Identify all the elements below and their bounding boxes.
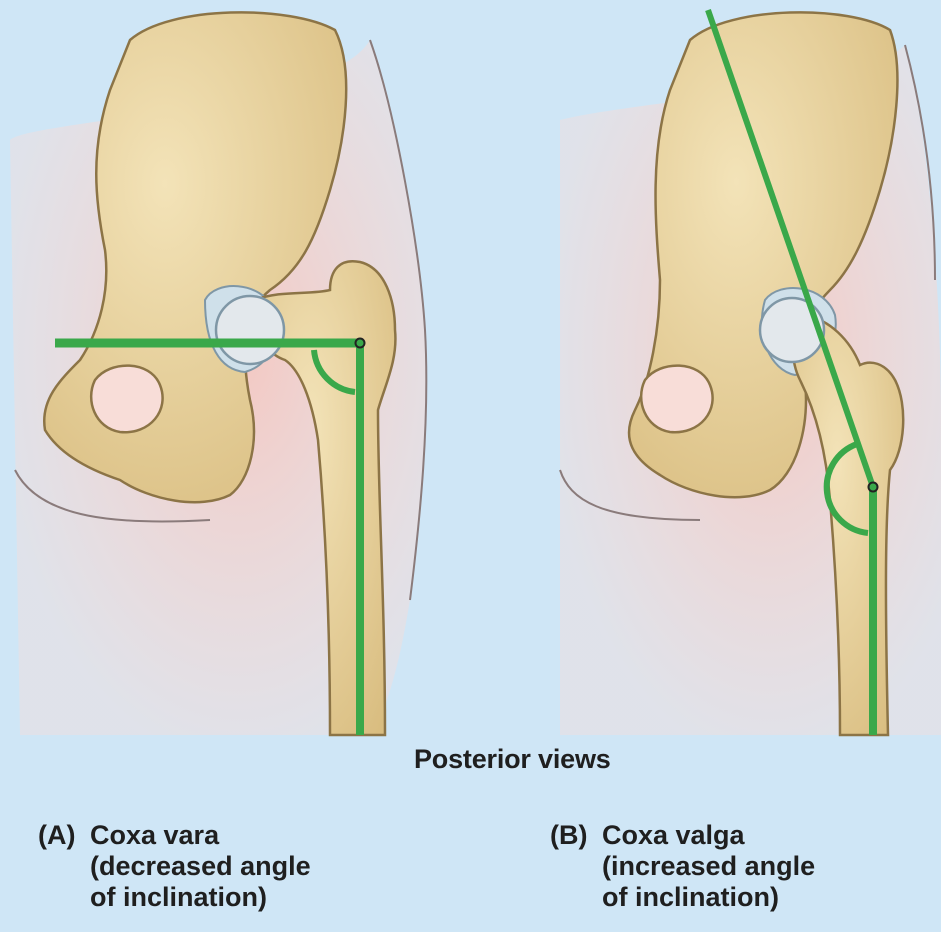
panel-b-title: Coxa valga: [602, 820, 745, 850]
panel-a-title: Coxa vara: [90, 820, 219, 850]
views-label: Posterior views: [414, 744, 611, 775]
panel-a-line2: (decreased angle: [38, 851, 311, 882]
panel-b-line2: (increased angle: [550, 851, 815, 882]
panel-a-letter: (A): [38, 820, 90, 851]
panel-a-vertex: [356, 339, 365, 348]
panel-b-line3: of inclination): [550, 882, 815, 913]
panel-b-vertex: [869, 483, 878, 492]
panel-a-line3: of inclination): [38, 882, 311, 913]
panel-b-caption: (B)Coxa valga (increased angle of inclin…: [550, 820, 815, 913]
panel-a-caption: (A)Coxa vara (decreased angle of inclina…: [38, 820, 311, 913]
panel-b-letter: (B): [550, 820, 602, 851]
